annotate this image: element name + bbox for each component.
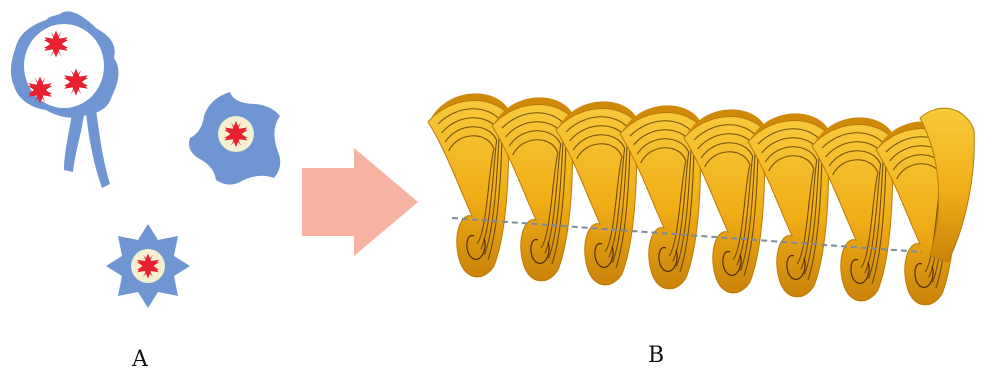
ribbon-right [86,110,110,188]
helix-surface-icon [428,93,974,304]
eight-point-star-icon [106,224,190,308]
cell-cluster-icon [11,11,119,188]
right-arrow-icon [302,148,418,256]
panel-a-label: A [131,347,149,371]
six-point-star-icon [189,92,280,185]
panel-b: B [428,93,974,368]
ribbon-left [64,112,84,172]
panel-a: A [11,11,280,371]
panel-b-label: B [648,343,664,368]
